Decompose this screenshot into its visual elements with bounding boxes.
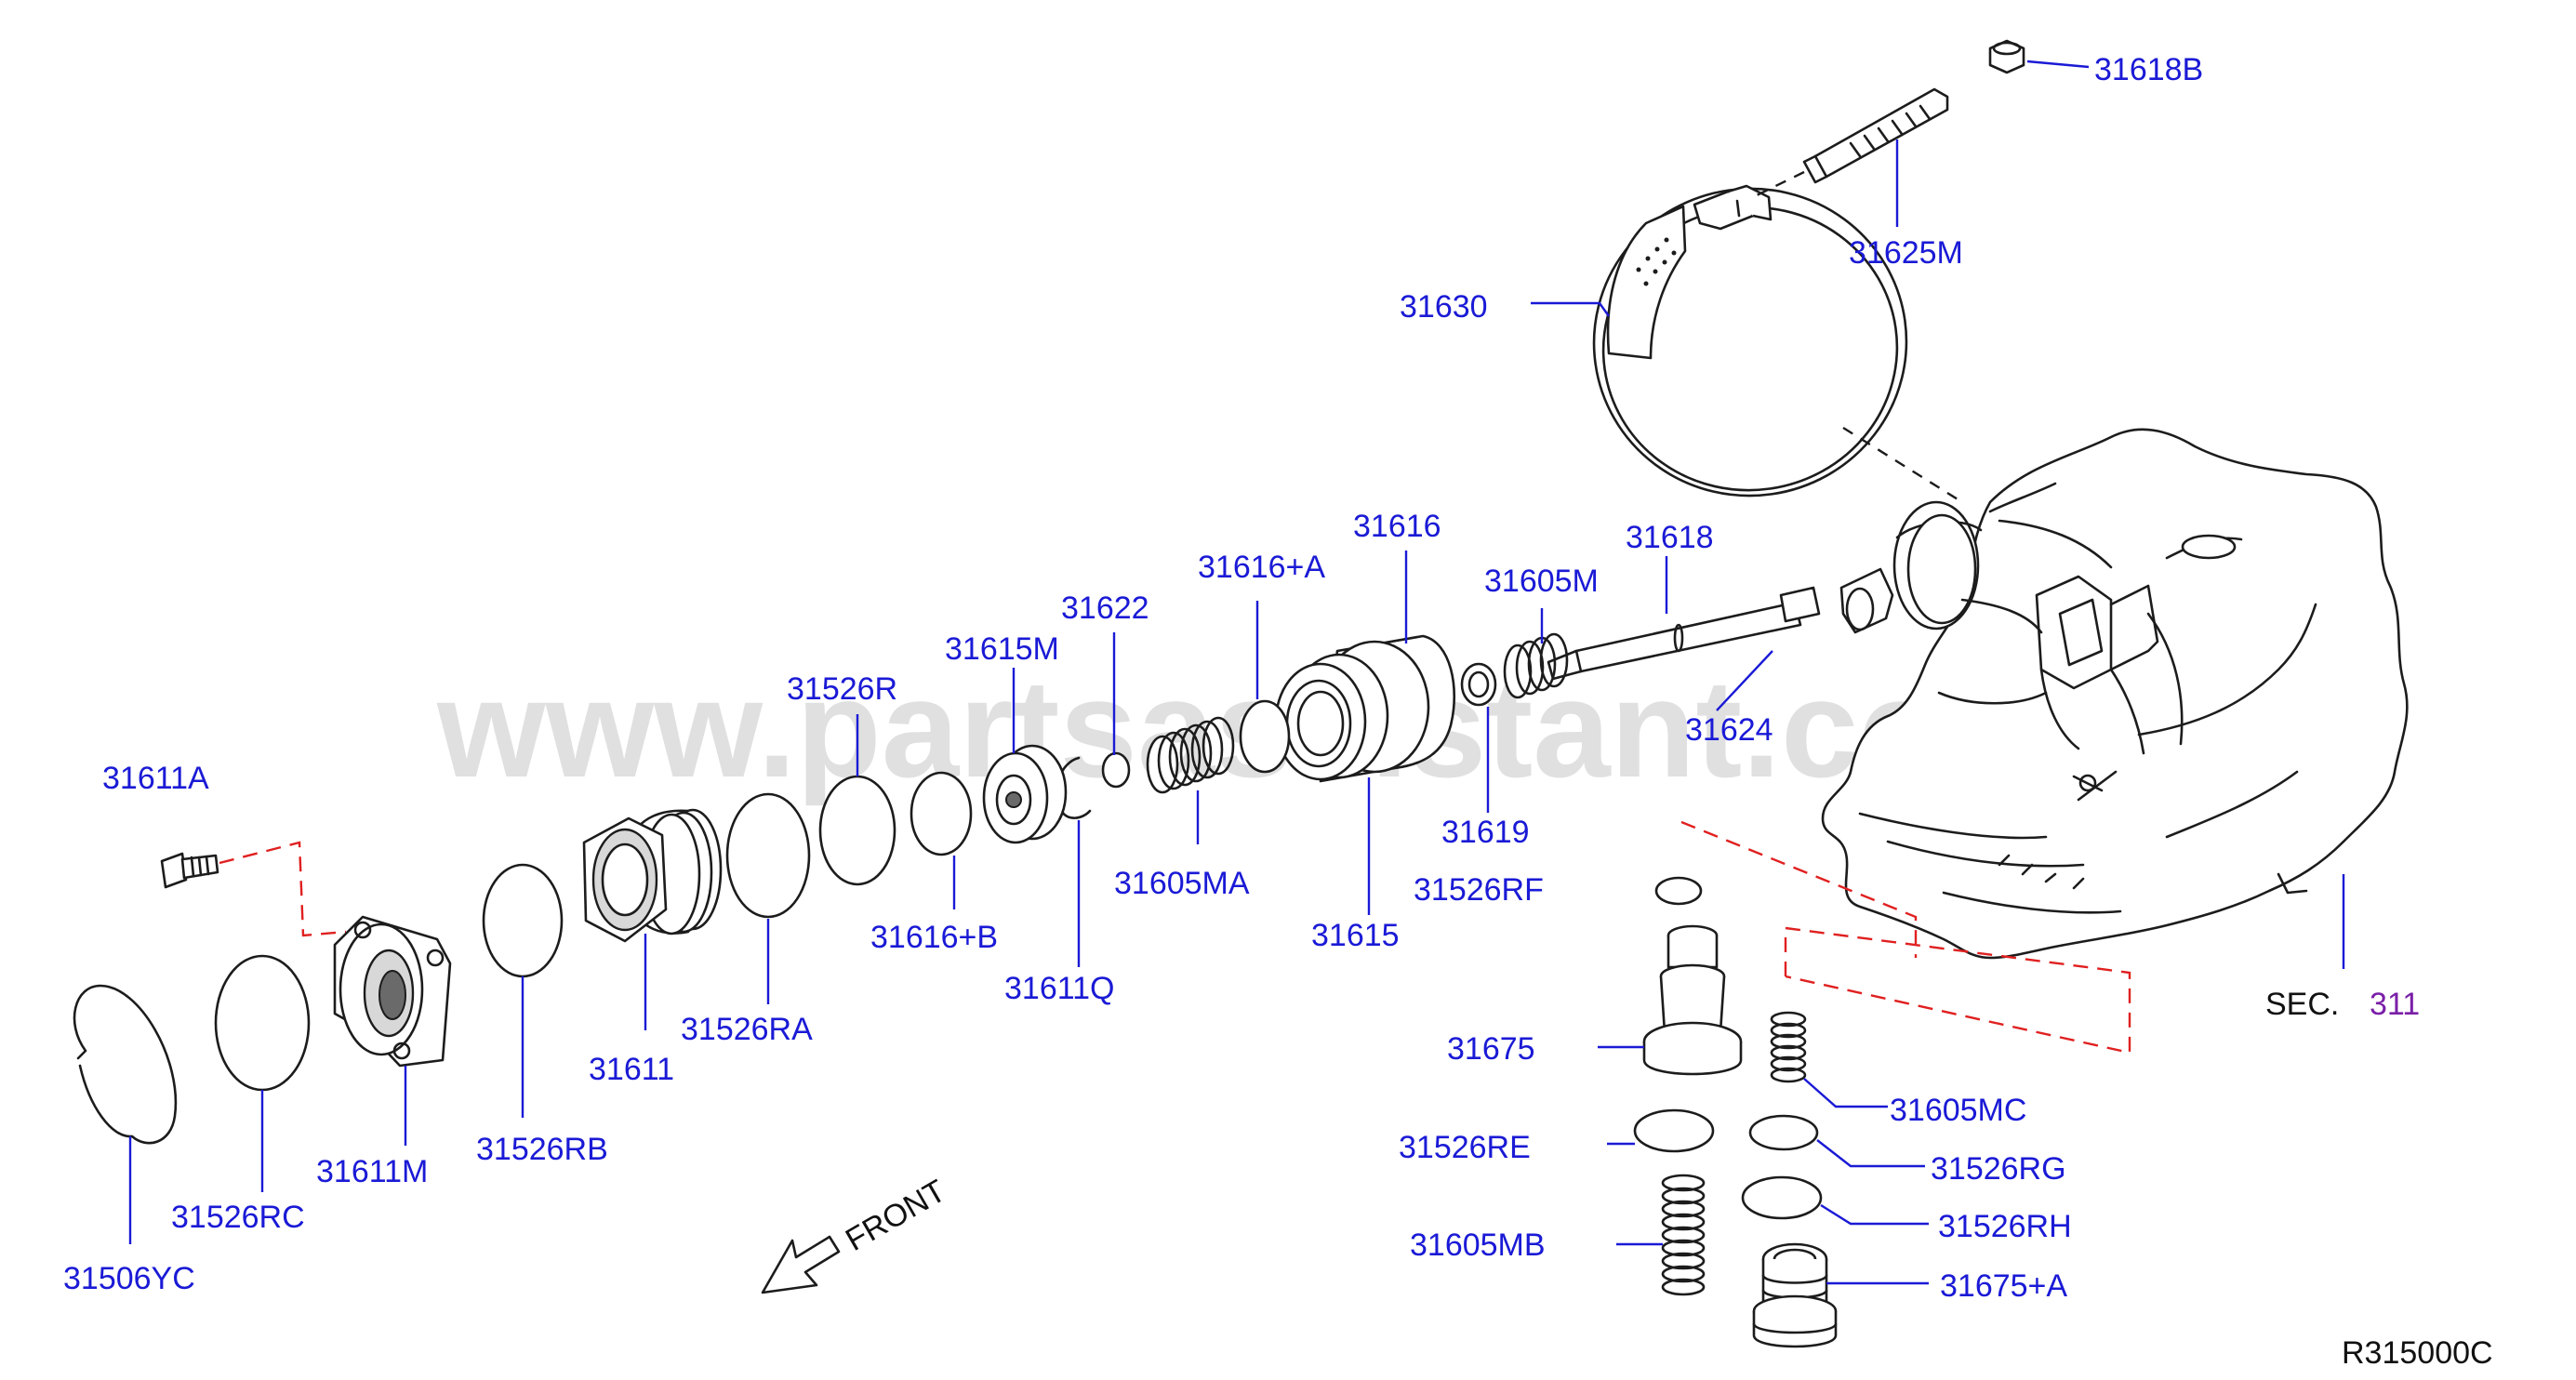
label-31611m: 31611M xyxy=(316,1154,428,1189)
label-31611q: 31611Q xyxy=(1004,971,1114,1006)
label-31618b: 31618B xyxy=(2094,52,2203,87)
brake-band-drawing xyxy=(1592,184,1908,498)
bolt-31611a-drawing xyxy=(160,852,219,889)
label-31526r: 31526R xyxy=(787,671,897,707)
servo-spring-m-drawing xyxy=(1503,632,1569,699)
label-31611: 31611 xyxy=(589,1052,674,1087)
label-31526ra: 31526RA xyxy=(681,1012,813,1047)
label-31605m: 31605M xyxy=(1484,564,1599,599)
seal-31526rh-drawing xyxy=(1741,1175,1823,1220)
label-31675a: 31675+A xyxy=(1940,1268,2067,1304)
seal-31526ra-drawing xyxy=(725,792,811,919)
label-31675: 31675 xyxy=(1447,1031,1535,1067)
label-31526rg: 31526RG xyxy=(1931,1151,2066,1187)
label-31615: 31615 xyxy=(1311,918,1400,953)
label-31605mc: 31605MC xyxy=(1890,1093,2026,1128)
seal-31526rf-drawing xyxy=(1654,876,1703,906)
spring-31605mb-drawing xyxy=(1661,1174,1706,1296)
valve-31675a-drawing xyxy=(1752,1242,1838,1348)
locknut-drawing xyxy=(1988,39,2025,74)
label-31526rh: 31526RH xyxy=(1938,1209,2072,1244)
label-31526rb: 31526RB xyxy=(476,1132,608,1167)
seal-31616b-drawing xyxy=(910,771,973,856)
piston-31615m-drawing xyxy=(982,744,1068,844)
label-31624: 31624 xyxy=(1685,712,1773,748)
front-label: FRONT xyxy=(840,1173,951,1257)
seal-31526rb-drawing xyxy=(482,863,564,978)
label-31526rc: 31526RC xyxy=(171,1200,305,1235)
section-reference: SEC. 311 xyxy=(2265,987,2420,1022)
servo-piston-drawing xyxy=(1274,634,1456,783)
snap-ring-31506yc-drawing xyxy=(73,984,178,1145)
part-labels: 31618B 31625M 31630 31616 31618 31616+A … xyxy=(63,52,2203,1304)
washer-31622-drawing xyxy=(1101,751,1131,789)
section-number: 311 xyxy=(2370,987,2420,1022)
seal-31526rg-drawing xyxy=(1748,1114,1819,1151)
label-31618: 31618 xyxy=(1626,520,1714,555)
label-31506yc: 31506YC xyxy=(63,1261,195,1296)
label-31616a: 31616+A xyxy=(1198,550,1325,585)
valve-31675-drawing xyxy=(1642,924,1743,1076)
label-31619: 31619 xyxy=(1441,815,1530,850)
label-31611a: 31611A xyxy=(102,761,209,796)
section-prefix: SEC. xyxy=(2265,987,2339,1022)
seal-31616a-drawing xyxy=(1239,699,1291,774)
front-arrow: FRONT xyxy=(761,1173,951,1294)
servo-rod-drawing xyxy=(1547,586,1821,681)
label-31622: 31622 xyxy=(1061,590,1149,626)
seal-31526rc-drawing xyxy=(214,954,311,1092)
seal-31526re-drawing xyxy=(1633,1108,1715,1153)
label-31605mb: 31605MB xyxy=(1410,1227,1546,1263)
label-31630: 31630 xyxy=(1400,289,1488,325)
transmission-case-drawing xyxy=(1821,428,2409,960)
drawing-code: R315000C xyxy=(2342,1335,2493,1371)
label-31526re: 31526RE xyxy=(1399,1130,1531,1165)
servo-cover-drawing xyxy=(582,808,723,943)
label-31625m: 31625M xyxy=(1849,235,1963,271)
label-31616: 31616 xyxy=(1353,509,1441,544)
o-ring-31619-drawing xyxy=(1460,662,1497,707)
spring-31605mc-drawing xyxy=(1770,1011,1807,1083)
leader-lines xyxy=(128,60,2345,1285)
label-31615m: 31615M xyxy=(945,631,1059,667)
anchor-bolt-drawing xyxy=(1752,87,1949,199)
label-31605ma: 31605MA xyxy=(1114,866,1250,901)
servo-spring-ma-drawing xyxy=(1146,716,1235,794)
label-31616b: 31616+B xyxy=(870,920,998,955)
label-31526rf: 31526RF xyxy=(1414,872,1544,908)
retainer-drawing xyxy=(1839,567,1894,634)
seal-31526r-drawing xyxy=(818,775,896,886)
retainer-plate-31611m-drawing xyxy=(333,915,452,1068)
